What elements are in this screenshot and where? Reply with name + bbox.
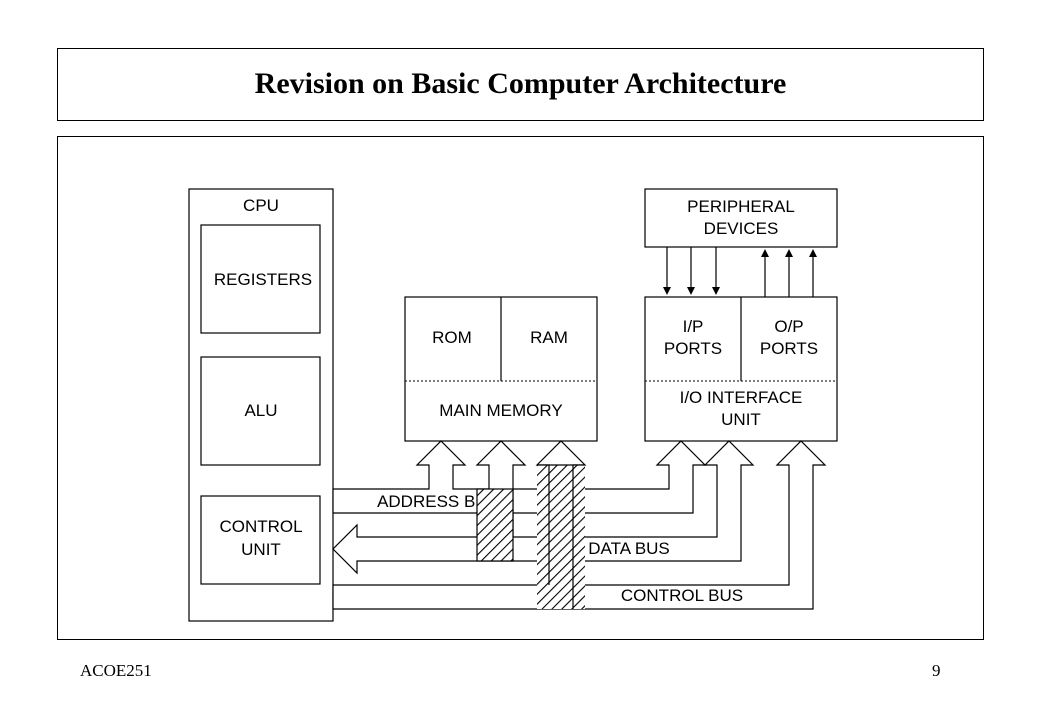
alu-label: ALU <box>244 401 277 420</box>
control-unit-label-line1: CONTROL <box>219 517 302 536</box>
main-memory-label: MAIN MEMORY <box>439 401 562 420</box>
data-bus-column-outline <box>476 488 514 562</box>
data-bus: DATA BUS <box>332 440 755 575</box>
footer-course-code: ACOE251 <box>80 661 152 680</box>
registers-box <box>200 224 321 334</box>
control-bus-label: CONTROL BUS <box>621 586 743 605</box>
memory-block: ROM RAM MAIN MEMORY <box>404 296 598 442</box>
cpu-block: CPU REGISTERS ALU CONTROL UNIT <box>188 188 334 622</box>
address-bus-label-bg <box>379 493 497 510</box>
io-interface-label-line1: I/O INTERFACE <box>680 388 803 407</box>
op-ports-label-line2: PORTS <box>760 339 818 358</box>
data-bus-shape <box>332 440 755 575</box>
slide-title: Revision on Basic Computer Architecture <box>254 67 787 100</box>
diagram-box: CPU REGISTERS ALU CONTROL UNIT ROM RAM M… <box>57 136 984 640</box>
ram-label: RAM <box>530 328 568 347</box>
address-bus: ADDRESS BUS <box>332 440 707 514</box>
address-bus-label: ADDRESS BUS <box>377 492 499 511</box>
peripheral-block: PERIPHERAL DEVICES <box>644 188 838 248</box>
control-bus-hatched-column <box>537 465 585 609</box>
peripheral-label-line1: PERIPHERAL <box>687 197 795 216</box>
alu-box <box>200 356 321 466</box>
control-bus-shape <box>332 440 827 610</box>
io-interface-block: I/P PORTS O/P PORTS I/O INTERFACE UNIT <box>644 296 838 442</box>
cpu-label: CPU <box>243 196 279 215</box>
control-bus-column-outline <box>537 464 585 609</box>
io-interface-label-line2: UNIT <box>721 410 761 429</box>
ip-ports-label-line1: I/P <box>683 317 704 336</box>
page-number: 9 <box>932 661 941 680</box>
data-bus-hatched-column <box>477 489 513 561</box>
control-bus: CONTROL BUS <box>332 440 827 610</box>
rom-label: ROM <box>432 328 472 347</box>
op-ports-label-line1: O/P <box>774 317 803 336</box>
ip-ports-label-line2: PORTS <box>664 339 722 358</box>
port-arrows <box>663 247 817 297</box>
data-bus-label: DATA BUS <box>588 539 670 558</box>
registers-label: REGISTERS <box>214 270 312 289</box>
peripheral-label-line2: DEVICES <box>704 219 779 238</box>
title-box: Revision on Basic Computer Architecture <box>57 48 984 121</box>
peripheral-box <box>644 188 838 248</box>
control-unit-label-line2: UNIT <box>241 540 281 559</box>
architecture-diagram: CPU REGISTERS ALU CONTROL UNIT ROM RAM M… <box>188 188 838 622</box>
control-unit-box <box>200 495 321 585</box>
